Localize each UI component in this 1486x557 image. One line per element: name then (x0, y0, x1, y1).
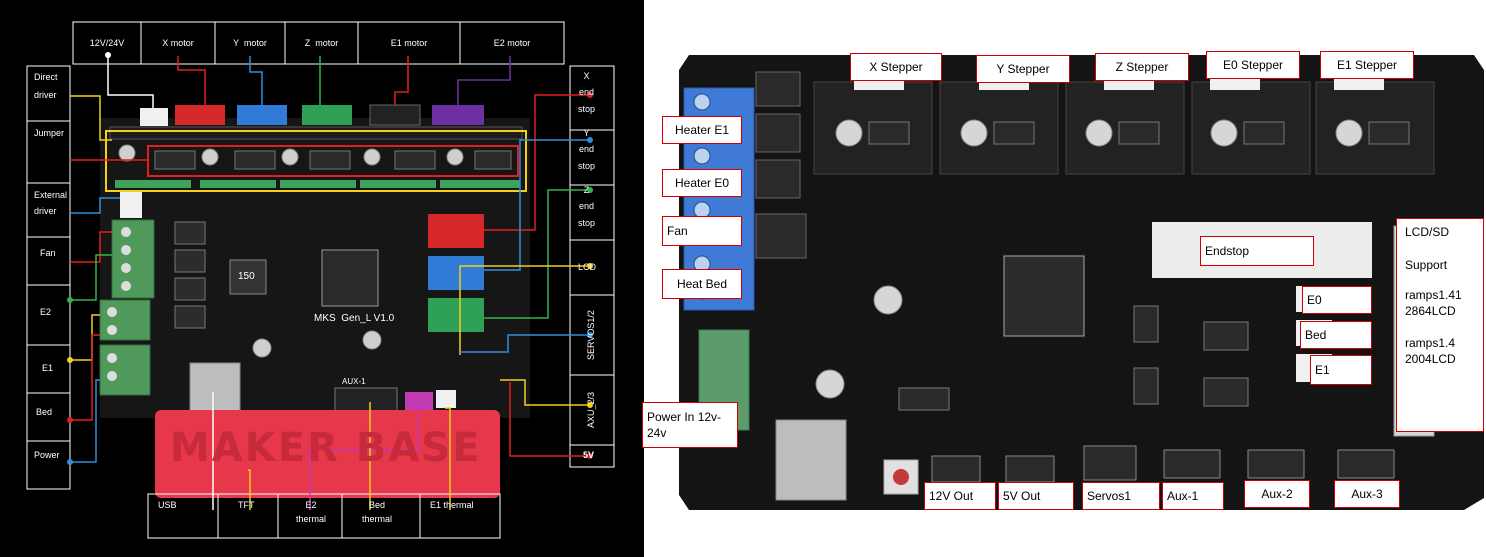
label-fan: Fan (40, 248, 56, 258)
label-z-end-stop-line3: stop (578, 217, 596, 228)
usb-port (189, 362, 241, 416)
label-aux-3: Aux-3 (1334, 480, 1400, 508)
label-12v-out: 12V Out (924, 482, 996, 510)
label-axu: AXU_2/3 (586, 391, 596, 429)
label-tft: TFT (238, 500, 255, 510)
lcd-panel-line2: Support (1405, 258, 1448, 272)
label-e1: E1 (42, 363, 54, 373)
label-power-in-line2: 24v (647, 426, 667, 440)
label-thermistor-e0: E0 (1302, 286, 1372, 314)
label-thermistor-bed: Bed (1300, 321, 1372, 349)
label-x-end-stop: X end stop (578, 71, 595, 114)
lcd-panel-line5: ramps1.4 (1405, 336, 1456, 350)
label-external-driver: External driver (34, 190, 67, 217)
label-5v-out: 5V Out (998, 482, 1074, 510)
board-pinout-diagram: 12V/24V X motor Y motor Z motor E1 motor… (0, 0, 644, 557)
label-heat-bed: Heat Bed (662, 269, 742, 299)
y-endstop-connector (428, 256, 484, 290)
jumper-region (147, 145, 519, 177)
label-direct-driver-line2: driver (34, 90, 57, 101)
label-bed-thermal-line1: Bed (369, 500, 386, 510)
inductor (229, 259, 267, 295)
label-bed-thermal: Bed thermal (362, 500, 392, 525)
lcd-panel-line1: LCD/SD (1405, 225, 1450, 239)
label-heater-e0: Heater E0 (662, 169, 742, 197)
aux1-text: AUX-1 (342, 377, 366, 386)
label-e2-thermal: E2 thermal (296, 500, 326, 525)
label-y-end-stop-line2: end (578, 144, 595, 155)
label-bed: Bed (36, 407, 53, 417)
e2-motor-connector (432, 105, 484, 125)
label-z-end-stop: Z end stop (578, 185, 595, 228)
inductor-value-text: 150 (238, 271, 255, 282)
label-aux-2: Aux-2 (1244, 480, 1310, 508)
label-x-motor: X motor (162, 37, 194, 48)
label-jumper: Jumper (34, 128, 65, 138)
e2-thermal-connector (405, 392, 433, 412)
usb-port (775, 419, 847, 501)
label-z-end-stop-line1: Z (583, 185, 590, 195)
label-e1-thermal: E1 thermal (430, 500, 474, 510)
label-external-driver-line1: External (34, 190, 68, 200)
maker-base-text: MAKER BASE (170, 425, 482, 471)
board-pinout-drawing (26, 21, 615, 539)
label-z-stepper: Z Stepper (1095, 53, 1189, 81)
top-header-row (109, 126, 523, 140)
label-power: Power (34, 450, 60, 460)
label-y-motor: Y motor (233, 37, 267, 48)
label-heater-e1: Heater E1 (662, 116, 742, 144)
label-e2-motor: E2 motor (493, 37, 531, 48)
main-chip (321, 249, 379, 307)
label-e1-stepper: E1 Stepper (1320, 51, 1414, 79)
label-5v: 5V (583, 450, 595, 460)
label-e1-motor: E1 motor (390, 37, 428, 48)
label-x-end-stop-line2: end (578, 87, 595, 98)
label-servos1: Servos1 (1082, 482, 1160, 510)
label-e2: E2 (40, 307, 52, 317)
label-x-stepper: X Stepper (850, 53, 942, 81)
label-external-driver-line2: driver (34, 206, 57, 217)
label-servos: SERVOS1/2 (586, 310, 596, 360)
main-chip (1003, 255, 1085, 337)
lcd-panel-line6: 2004LCD (1405, 352, 1456, 366)
label-x-end-stop-line3: stop (578, 103, 596, 114)
label-x-end-stop-line1: X (583, 71, 590, 81)
label-12v-24v: 12V/24V (89, 37, 125, 48)
label-y-end-stop: Y end stop (578, 128, 595, 171)
label-y-end-stop-line3: stop (578, 160, 596, 171)
board-model-text: MKS Gen_L V1.0 (314, 313, 395, 324)
label-lcd: LCD (578, 262, 597, 272)
x-motor-connector (175, 105, 225, 125)
label-thermistor-e1: E1 (1310, 355, 1372, 385)
x-endstop-connector (428, 214, 484, 248)
label-usb: USB (158, 500, 177, 510)
direct-driver-region (105, 130, 527, 192)
label-endstop: Endstop (1200, 236, 1314, 266)
label-e2-thermal-line1: E2 (305, 500, 317, 510)
label-y-stepper: Y Stepper (976, 55, 1070, 83)
label-fan: Fan (662, 216, 742, 246)
label-aux-1: Aux-1 (1162, 482, 1224, 510)
label-power-in-line1: Power In 12v- (647, 409, 722, 424)
lcd-support-panel: LCD/SD Support ramps1.41 2864LCD ramps1.… (1396, 218, 1484, 432)
board-photo-drawing (679, 55, 1484, 510)
maker-base-block (155, 410, 500, 498)
lcd-panel-line4: 2864LCD (1405, 304, 1456, 318)
label-direct-driver-line1: Direct (34, 72, 58, 82)
power-connector (140, 108, 168, 126)
label-bed-thermal-line2: thermal (362, 514, 393, 525)
label-z-end-stop-line2: end (578, 201, 595, 212)
label-power-in: Power In 12v- 24v (642, 402, 738, 448)
e1-motor-connector (369, 104, 421, 126)
label-e2-thermal-line2: thermal (296, 514, 327, 525)
z-endstop-connector (428, 298, 484, 332)
label-z-motor: Z motor (304, 37, 339, 48)
label-direct-driver: Direct driver (34, 72, 58, 101)
label-e0-stepper: E0 Stepper (1206, 51, 1300, 79)
z-motor-connector (302, 105, 352, 125)
y-motor-connector (237, 105, 287, 125)
board-photo-panel: X Stepper Y Stepper Z Stepper E0 Stepper… (642, 0, 1486, 557)
lcd-panel-line3: ramps1.41 (1405, 288, 1462, 302)
label-y-end-stop-line1: Y (583, 128, 590, 138)
